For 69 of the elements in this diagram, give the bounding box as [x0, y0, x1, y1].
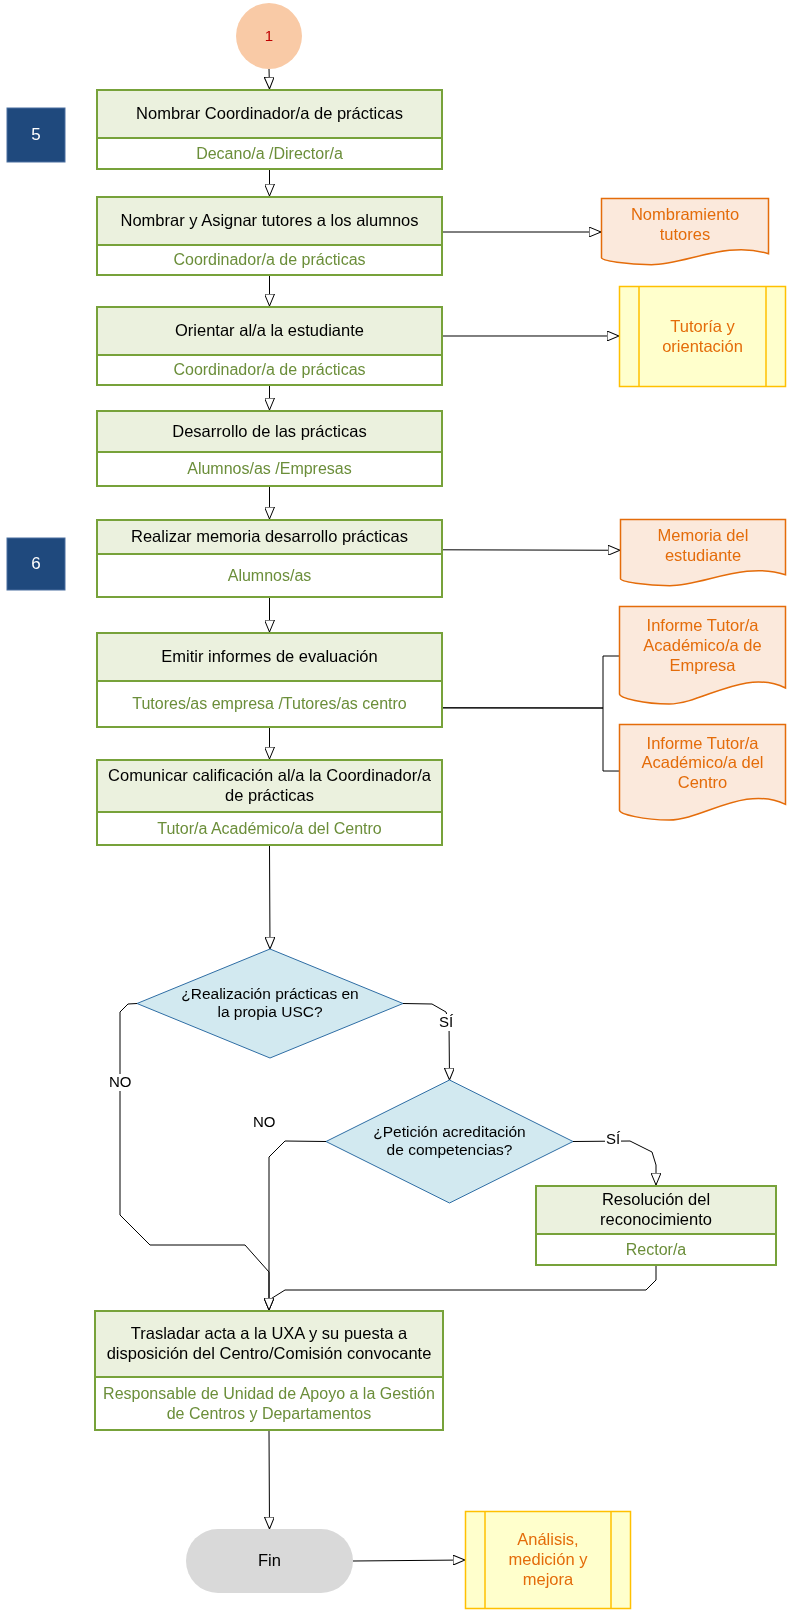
decision-diamond — [137, 949, 403, 1058]
step-title: Emitir informes de evaluación — [98, 634, 441, 682]
step-number: 6 — [30, 552, 42, 575]
arrow — [264, 727, 275, 760]
arrow — [402, 1003, 455, 1081]
connector-circle — [236, 3, 302, 69]
step-title: Nombrar y Asignar tutores a los alumnos — [98, 198, 441, 246]
edge-label: SÍ — [438, 1014, 455, 1031]
arrow — [264, 275, 275, 307]
shape-label: Tutoría y orientación — [661, 315, 744, 357]
process-box — [96, 410, 443, 487]
responsible-role: Tutor/a Académico/a del Centro — [156, 818, 383, 839]
arrow — [264, 486, 275, 520]
shape-label: Informe Tutor/a Académico/a del Centro — [640, 732, 765, 794]
arrow — [263, 1265, 657, 1311]
step-title: Comunicar calificación al/a la Coordinador/a de prácticas — [98, 761, 441, 813]
process-box — [96, 519, 443, 598]
process-box — [96, 306, 443, 386]
process-box — [535, 1185, 777, 1266]
shape-label: ¿Petición acreditación de competencias? — [372, 1121, 527, 1161]
responsible-role: Tutores/as empresa /Tutores/as centro — [131, 694, 408, 715]
shape-label: Nombramiento tutores — [629, 204, 741, 246]
process-box — [96, 89, 443, 170]
predefined-process-box — [619, 286, 786, 387]
responsible-role: Coordinador/a de prácticas — [172, 250, 367, 271]
process-box — [96, 759, 443, 846]
process-box — [94, 1310, 444, 1431]
step-title: Trasladar acta a la UXA y su puesta a disposición del Centro/Comisión convocante — [96, 1312, 442, 1378]
process-box — [96, 632, 443, 728]
responsible-role: Alumnos/as — [226, 565, 313, 586]
arrow — [264, 845, 276, 950]
shape-label: 1 — [263, 26, 275, 46]
connector-line — [442, 707, 620, 772]
document-shape — [619, 606, 786, 706]
step-title: Resolución del reconocimiento — [537, 1187, 775, 1235]
decision-diamond — [326, 1080, 573, 1203]
shape-label: Análisis, medición y mejora — [507, 1529, 589, 1590]
arrow — [572, 1140, 662, 1186]
process-box — [96, 196, 443, 276]
step-number: 5 — [30, 123, 42, 146]
arrow — [263, 1430, 275, 1530]
step-number-badge — [7, 108, 65, 162]
shape-label: Memoria del estudiante — [656, 525, 750, 567]
responsible-role: Decano/a /Director/a — [195, 143, 344, 164]
arrow — [263, 68, 275, 90]
step-title: Realizar memoria desarrollo prácticas — [98, 521, 441, 555]
arrow — [264, 169, 275, 197]
step-title: Nombrar Coordinador/a de prácticas — [98, 91, 441, 139]
responsible-role: Alumnos/as /Empresas — [186, 459, 353, 480]
arrow — [352, 1554, 466, 1566]
step-title: Desarrollo de las prácticas — [98, 412, 441, 453]
step-number-badge — [7, 538, 65, 590]
responsible-role: Coordinador/a de prácticas — [172, 360, 367, 381]
document-shape — [619, 724, 786, 822]
shape-label: Fin — [257, 1550, 282, 1572]
shape-label: Informe Tutor/a Académico/a de Empresa — [642, 615, 763, 676]
edge-label: NO — [108, 1074, 133, 1091]
responsible-role: Responsable de Unidad de Apoyo a la Gestión de Centros y Departamentos — [102, 1384, 436, 1424]
document-shape — [620, 519, 786, 587]
arrow — [442, 226, 602, 238]
arrow — [442, 330, 620, 342]
predefined-process-box — [465, 1511, 631, 1609]
document-shape — [601, 198, 769, 266]
arrow — [264, 385, 275, 411]
arrow — [442, 544, 621, 556]
arrow — [264, 597, 275, 633]
responsible-role: Rector/a — [624, 1239, 688, 1260]
step-title: Orientar al/a la estudiante — [98, 308, 441, 356]
shape-label: ¿Realización prácticas en la propia USC? — [180, 983, 360, 1023]
